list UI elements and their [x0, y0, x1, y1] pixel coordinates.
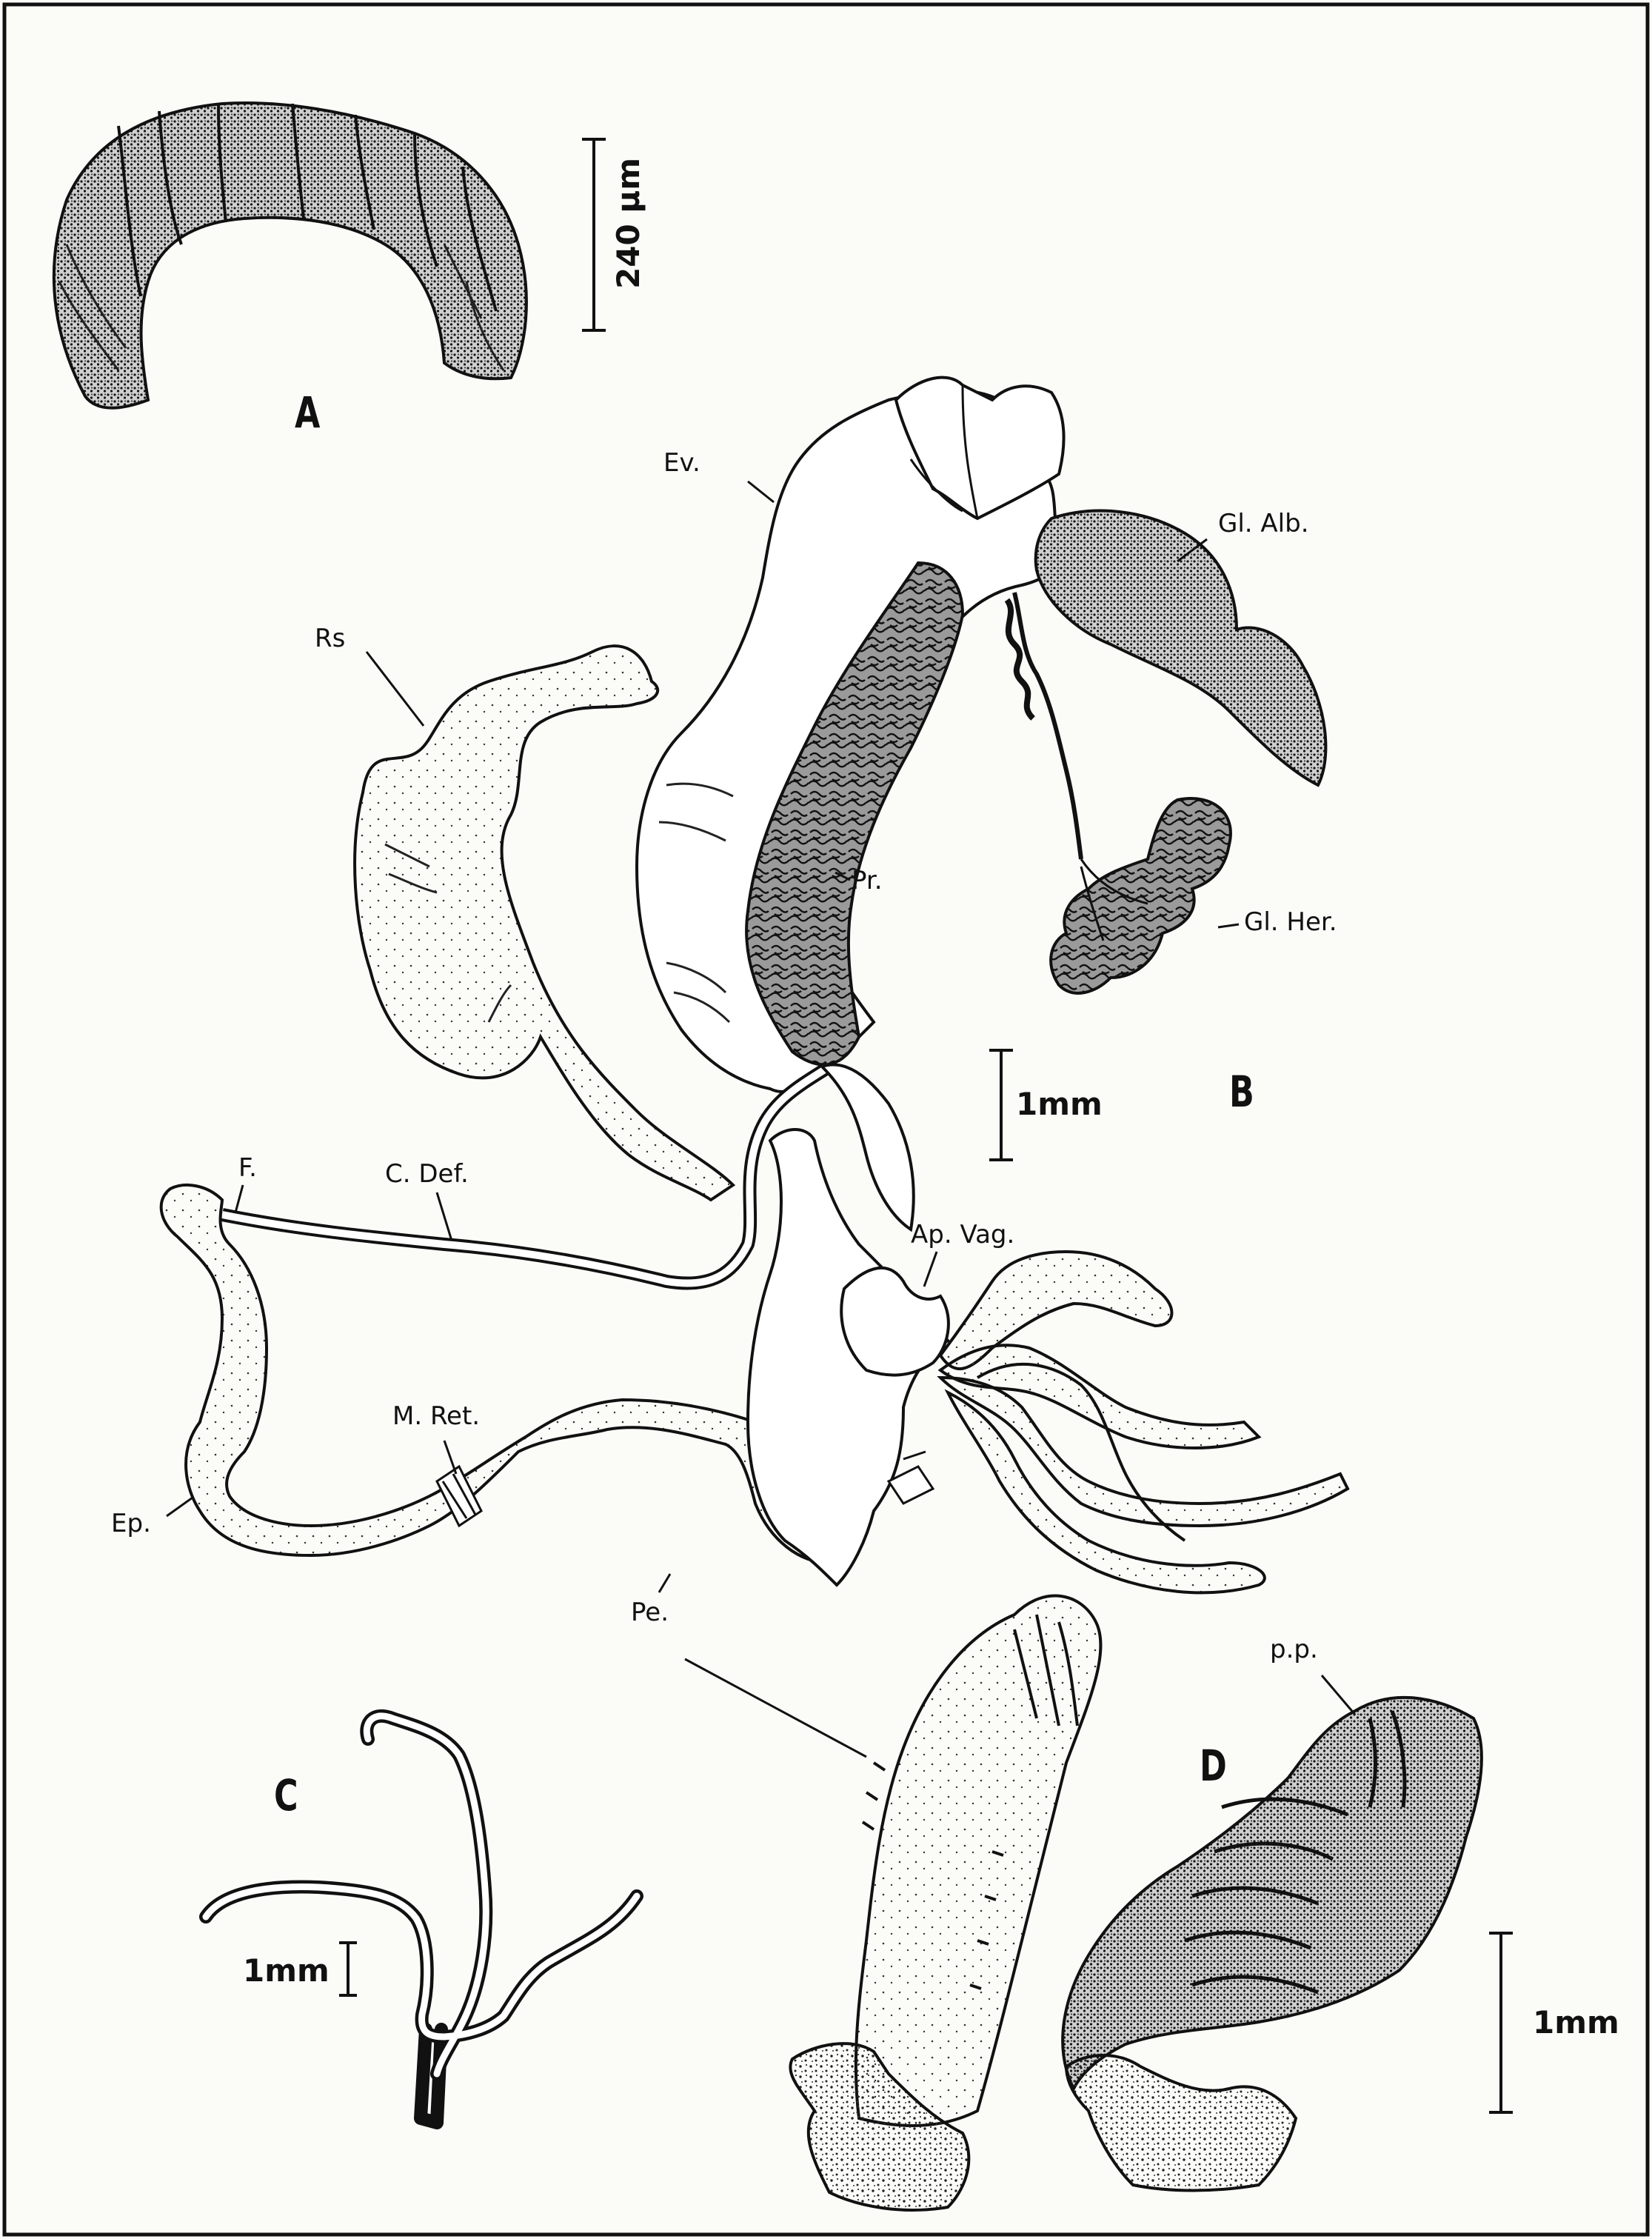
panel-c-drawing [206, 1716, 637, 2123]
scale-bar-b [989, 1050, 1013, 1160]
scale-bar-c [339, 1943, 357, 1995]
label-f: F. [238, 1155, 257, 1181]
vas-deferens [222, 1067, 829, 1284]
label-ep: Ep. [111, 1511, 151, 1536]
label-c-def: C. Def. [385, 1161, 469, 1187]
scale-label-d: 1mm [1533, 2007, 1619, 2038]
label-pp: p.p. [1270, 1637, 1318, 1662]
hermaphrodite-duct [1007, 593, 1081, 859]
label-gl-alb: Gl. Alb. [1218, 511, 1309, 536]
scale-label-a: 240 µm [613, 158, 644, 289]
mucus-glands [940, 1252, 1348, 1592]
label-ev: Ev. [663, 450, 700, 476]
albumen-gland [1036, 511, 1326, 785]
label-m-ret: M. Ret. [392, 1404, 480, 1429]
panel-d-right-drawing [1063, 1698, 1482, 2191]
panel-d-left-drawing [790, 1596, 1100, 2210]
vaginal-appendage [841, 1268, 949, 1375]
scale-label-b: 1mm [1016, 1089, 1103, 1120]
label-pe: Pe. [631, 1600, 669, 1625]
epiphallus-loop [161, 1185, 836, 1563]
label-pr: Pr. [852, 868, 883, 893]
label-gl-her: Gl. Her. [1244, 910, 1337, 935]
panel-b-label: B [1229, 1070, 1254, 1113]
label-ap-vag: Ap. Vag. [911, 1222, 1014, 1247]
panel-d-label: D [1200, 1744, 1227, 1787]
scale-label-c: 1mm [243, 1955, 330, 1986]
scale-bar-a [582, 139, 606, 330]
panel-a-label: A [295, 391, 320, 434]
ev-pr-column [637, 378, 1064, 1092]
panel-a-drawing [54, 103, 526, 408]
label-rs: Rs [315, 626, 345, 651]
scale-bar-d [1489, 1933, 1513, 2112]
panel-c-label: C [274, 1774, 298, 1817]
leader-pp [1322, 1675, 1355, 1715]
